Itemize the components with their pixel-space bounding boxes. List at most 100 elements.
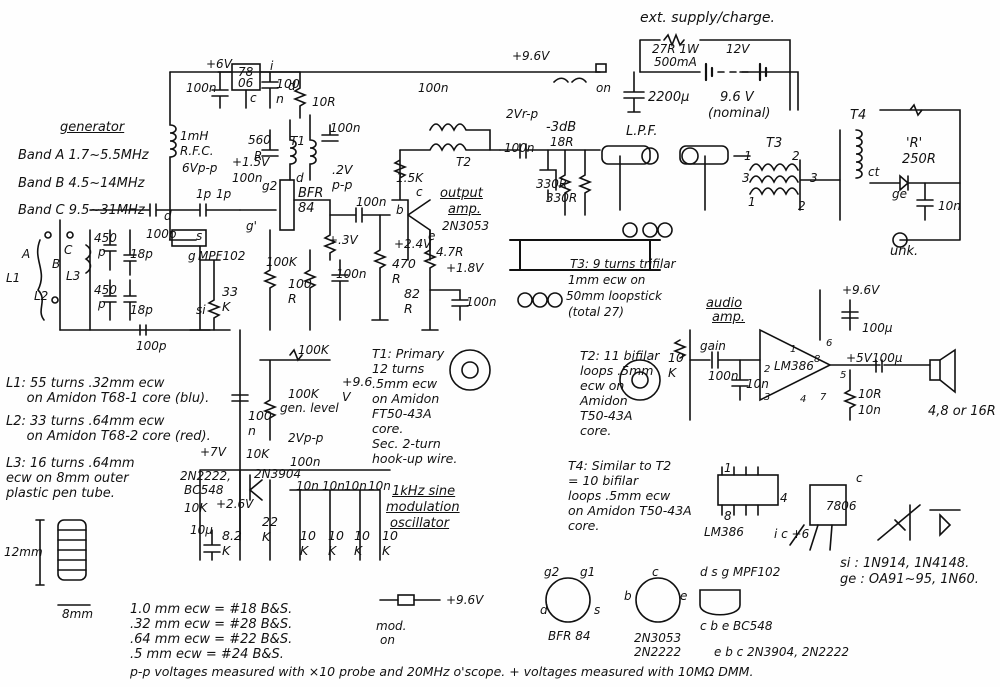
- t3-note-1: T3: 9 turns trifilar: [570, 257, 676, 271]
- pin-s: s: [594, 603, 601, 617]
- r10k-1: 10 K: [300, 528, 316, 558]
- rfc-1mh: 1mH: [180, 129, 209, 143]
- d-label: d: [164, 209, 172, 223]
- g2-label: g2: [262, 179, 278, 193]
- r100k-label: 100K: [266, 255, 297, 269]
- unk-label: unk.: [890, 244, 919, 259]
- c100n-2: 100 n: [276, 76, 300, 106]
- pin-bfr84: BFR 84: [548, 629, 591, 643]
- audio-amp-title: amp.: [712, 310, 746, 325]
- rfc-label: R.F.C.: [180, 144, 214, 158]
- c10u-label: 10μ: [190, 523, 213, 537]
- c100n-3: 100n: [418, 81, 449, 95]
- t3-pin3: 3: [742, 171, 750, 185]
- wire-row-3: .64 mm ecw = #22 B&S.: [130, 632, 293, 647]
- t3-pin2: 2: [792, 149, 800, 163]
- height-12mm: 12mm: [4, 545, 43, 559]
- lm386-label: LM386: [774, 359, 814, 373]
- gen-level-label: gen. level: [280, 401, 339, 415]
- on-label: on: [596, 81, 611, 95]
- mpf-pins: d s g MPF102: [700, 565, 781, 579]
- osc-title-2: modulation: [386, 500, 460, 515]
- bc548-pins: c b e BC548: [700, 619, 773, 633]
- pin-e: e: [680, 589, 688, 603]
- r82k-label: 8.2 K: [222, 528, 242, 558]
- c10n-audio-b: 10n: [858, 403, 881, 417]
- pin-d: d: [540, 603, 548, 617]
- plus96-top: +9.6V: [512, 49, 550, 63]
- c100u-audio: 100μ: [862, 321, 893, 335]
- r33k-label: 33 K: [222, 284, 238, 314]
- c100n-b: 100n: [356, 195, 387, 209]
- t3-note-3: 50mm loopstick: [566, 289, 662, 303]
- wire-row-1: 1.0 mm ecw = #18 B&S.: [130, 602, 293, 617]
- c1p-a: 1p: [196, 187, 212, 201]
- fuse-label: 500mA: [654, 55, 697, 69]
- switch-a: A: [22, 247, 31, 261]
- minus3db-label: -3dB: [546, 120, 577, 135]
- r27-label: 27R 1W: [652, 42, 699, 56]
- l3-label: L3: [66, 269, 81, 283]
- reg-bot: 06: [238, 76, 254, 90]
- mpf102-label: MPF102: [198, 249, 246, 263]
- pin4: 4: [800, 394, 807, 405]
- g-label: g: [188, 249, 196, 263]
- c100n-audio: 100n: [708, 369, 739, 383]
- nominal-label: (nominal): [708, 106, 771, 121]
- pin-g2: g2: [544, 565, 560, 579]
- output-amp-label: amp.: [448, 202, 482, 217]
- r10k-osc: 10K: [184, 501, 208, 515]
- output-label: output: [440, 186, 483, 201]
- cap-2200-label: 2200μ: [648, 90, 690, 105]
- r10-label: 10R: [312, 95, 336, 109]
- r18-label: 18R: [550, 135, 574, 149]
- c1p-b: 1p: [216, 187, 232, 201]
- d2-label: d: [296, 171, 304, 185]
- r10k-3: 10 K: [354, 528, 370, 558]
- b-label: b: [396, 203, 404, 217]
- c100n-osc: 100n: [290, 455, 321, 469]
- l1-label: L1: [6, 271, 21, 285]
- v3-label: +.3V: [328, 233, 358, 247]
- c10n-4: 10n: [368, 479, 391, 493]
- c10n-1: 10n: [296, 479, 319, 493]
- osc-title-1: 1kHz sine: [392, 484, 456, 499]
- v96-gl: +9.6 V: [342, 374, 373, 404]
- t3-pin1: 1: [744, 149, 752, 163]
- battery-label: 9.6 V: [720, 90, 754, 105]
- c-label: c: [416, 185, 423, 199]
- pin-2n3053: 2N3053: [634, 631, 682, 645]
- r-label: R: [254, 149, 263, 163]
- r15k-label: 1.5K: [396, 171, 423, 185]
- band-b: Band B 4.5~14MHz: [18, 176, 145, 191]
- t1-label: T1: [290, 134, 305, 148]
- lm386-amp: [759, 328, 832, 402]
- pin-b: b: [624, 589, 632, 603]
- reg-pins: i c +6: [774, 527, 810, 541]
- l3-note: L3: 16 turns .64mm ecw on 8mm outer plas…: [6, 456, 135, 501]
- c10n-2: 10n: [322, 479, 345, 493]
- t1-note: T1: Primary 12 turns .5mm ecw on Amidon …: [372, 346, 458, 466]
- r10r-audio: 10R: [858, 387, 882, 401]
- lpf-label: L.P.F.: [626, 124, 658, 139]
- reg-top: 78: [238, 65, 254, 79]
- c450-p2: p: [98, 297, 106, 311]
- audio-plus96: +9.6V: [842, 283, 880, 297]
- c10n-bridge: 10n: [938, 199, 961, 213]
- reg-d: d: [288, 79, 296, 93]
- r22k-label: 22 K: [262, 514, 278, 544]
- g1-label: g': [246, 219, 257, 233]
- reg-7806: 7806: [826, 499, 857, 513]
- pin-g1: g1: [580, 565, 596, 579]
- plus6-label: +6V: [206, 57, 232, 71]
- r470-label: 470 R: [392, 256, 416, 286]
- q1b-label: BC548: [184, 483, 224, 497]
- ebc-pins: e b c 2N3904, 2N2222: [714, 645, 849, 659]
- c100n-c: 100n: [330, 121, 361, 135]
- r100k-gl-a: 100K: [298, 343, 329, 357]
- t4-label: T4: [850, 108, 867, 123]
- speaker-label: 4,8 or 16R: [928, 404, 996, 419]
- v2rp-label: 2Vr-p: [506, 107, 539, 121]
- pin1: 1: [790, 344, 797, 355]
- c450-1: 450: [94, 231, 117, 245]
